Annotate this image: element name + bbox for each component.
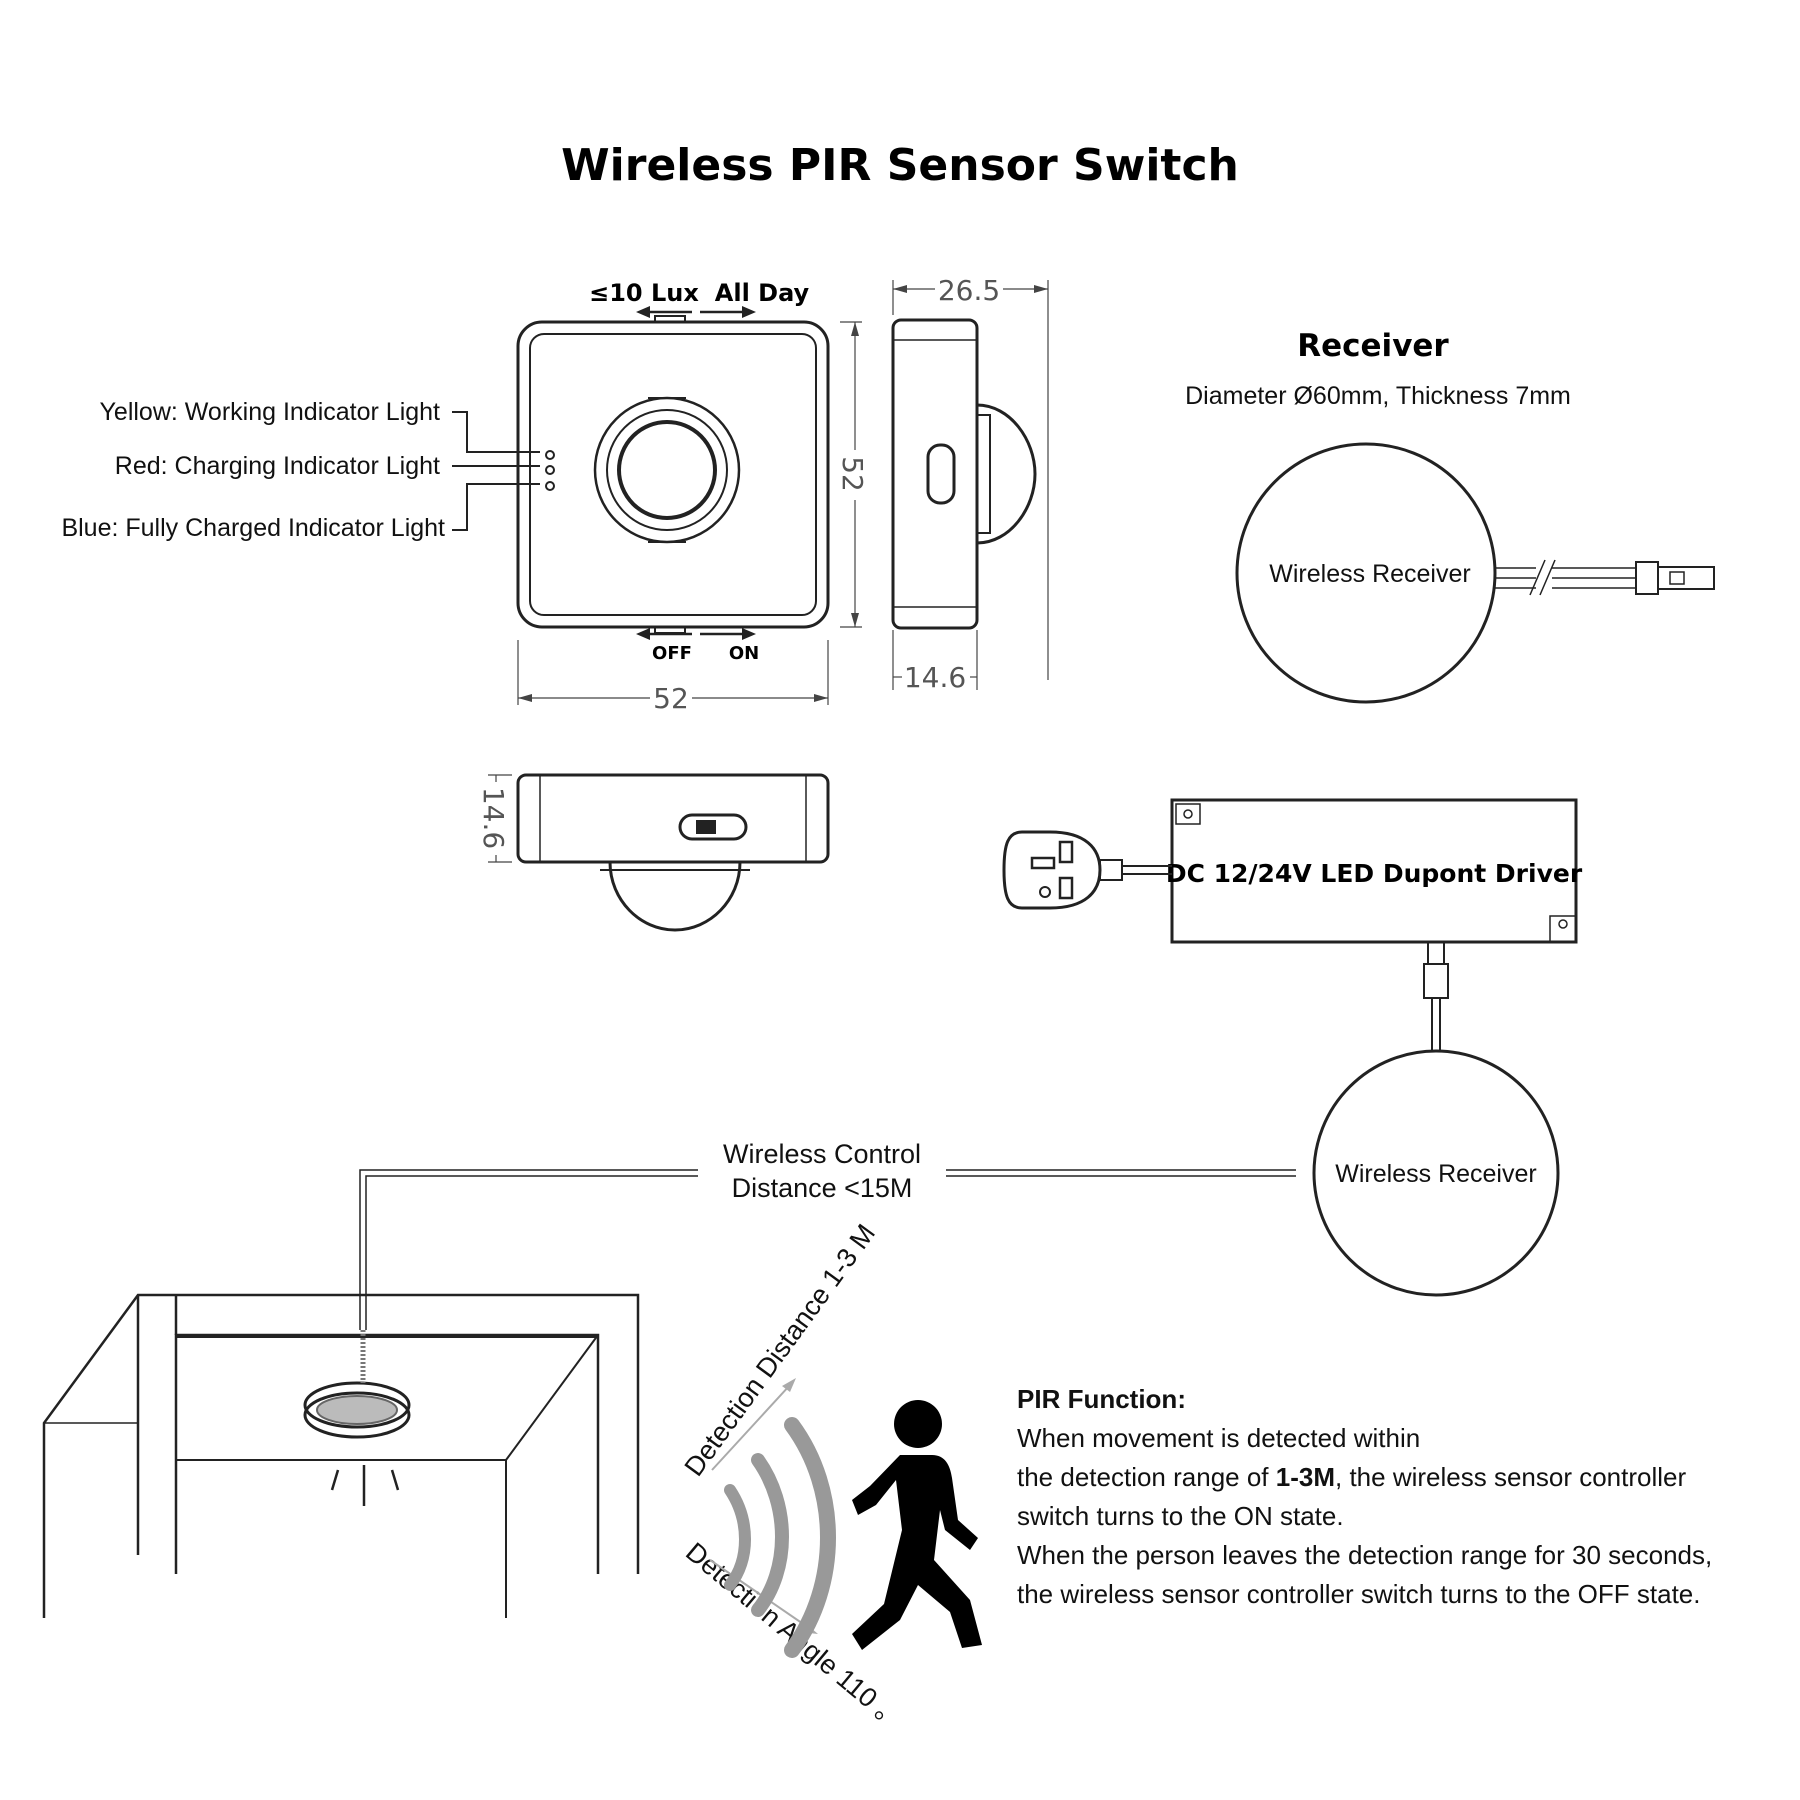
receiver-label: Wireless Receiver [1269, 560, 1470, 588]
dupont-connector [1635, 561, 1659, 595]
yellow-indicator-led [545, 450, 555, 460]
lower-receiver-circle [1312, 1049, 1560, 1297]
pir-line2-bold: 1-3M [1276, 1462, 1335, 1492]
depth-top-dimension [892, 280, 1049, 680]
pir-line4: When the person leaves the detection ran… [1017, 1540, 1712, 1570]
height-dimension-label: 52 [836, 456, 869, 492]
width-dimension [517, 640, 829, 705]
cabinet-illustration [42, 1293, 640, 1618]
detection-distance-arrow [711, 1378, 796, 1471]
pir-line2: the detection range of 1-3M, the wireles… [1017, 1462, 1686, 1492]
pir-lens-outer [593, 396, 741, 544]
receiver-cable [1495, 559, 1715, 596]
detection-distance-label: Detection Distance 1-3 M [679, 1219, 881, 1482]
pir-line3: switch turns to the ON state. [1017, 1501, 1344, 1531]
pir-line1: When movement is detected within [1017, 1423, 1420, 1453]
pir-line5: the wireless sensor controller switch tu… [1017, 1579, 1700, 1609]
pir-function-block: PIR Function: When movement is detected … [1017, 1384, 1712, 1609]
depth-bottom-label: 14.6 [477, 787, 510, 849]
pir-heading: PIR Function: [1017, 1384, 1186, 1414]
wireless-link-line [359, 1169, 1296, 1330]
pir-line2-pre: the detection range of [1017, 1462, 1276, 1492]
sensor-front-view [516, 315, 830, 634]
pir-dome-bottom [608, 861, 742, 932]
sensor-side-view [891, 318, 1037, 630]
receiver-heading: Receiver [1297, 328, 1449, 364]
uk-plug-icon [1002, 830, 1172, 910]
yellow-indicator-label: Yellow: Working Indicator Light [100, 398, 441, 426]
blue-indicator-label: Blue: Fully Charged Indicator Light [61, 514, 445, 542]
bottom-slide-switch [678, 813, 748, 841]
pir-dome-side [976, 403, 1037, 545]
pir-line2-post: , the wireless sensor controller [1335, 1462, 1686, 1492]
receiver-circle [1235, 442, 1497, 704]
red-indicator-led [545, 465, 555, 475]
receiver-spec: Diameter Ø60mm, Thickness 7mm [1185, 382, 1571, 410]
depth-side-label: 14.6 [904, 661, 966, 694]
walking-person-icon [852, 1400, 982, 1650]
depth-bottom-dimension [488, 774, 512, 863]
off-label: OFF [652, 643, 692, 664]
side-button [926, 443, 956, 505]
on-label: ON [729, 643, 759, 664]
sensor-bottom-view [516, 773, 830, 932]
depth-side-dimension [892, 630, 978, 690]
page-title: Wireless PIR Sensor Switch [561, 140, 1239, 191]
lux-arrow [636, 306, 692, 318]
on-arrow [700, 628, 756, 640]
height-dimension [840, 321, 862, 628]
motion-waves-icon [724, 1417, 836, 1658]
lux-label: ≤10 Lux [589, 279, 699, 307]
allday-label: All Day [715, 279, 810, 307]
wireless-distance-line2: Distance <15M [732, 1173, 913, 1203]
puck-light-icon [303, 1330, 411, 1506]
off-arrow [636, 628, 692, 640]
allday-arrow [700, 306, 756, 318]
driver-output-cable [1423, 941, 1449, 1050]
width-dimension-label: 52 [653, 682, 689, 715]
led-driver [1170, 798, 1578, 944]
driver-label: DC 12/24V LED Dupont Driver [1166, 859, 1583, 888]
depth-top-label: 26.5 [938, 274, 1000, 307]
lower-receiver-label: Wireless Receiver [1335, 1160, 1536, 1188]
wireless-distance-line1: Wireless Control [723, 1139, 921, 1169]
red-indicator-label: Red: Charging Indicator Light [115, 452, 440, 480]
blue-indicator-led [545, 481, 555, 491]
indicator-leader-lines [452, 411, 540, 531]
